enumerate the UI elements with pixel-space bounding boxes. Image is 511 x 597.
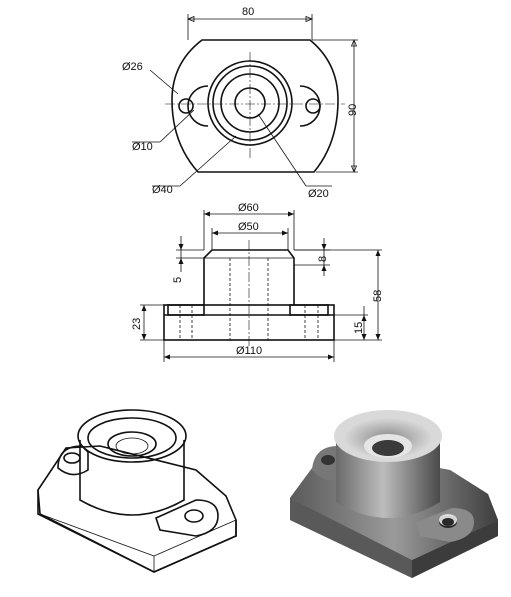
dim-top-inner: Ø50 (238, 221, 259, 233)
dim-boss-outer: Ø26 (122, 61, 143, 73)
isometric-line-drawing (37, 409, 237, 573)
left-lug-arc (187, 85, 209, 127)
dim-height: 90 (347, 104, 359, 116)
dim-base-width: Ø110 (236, 345, 262, 357)
dim-width: 80 (242, 6, 254, 18)
dim-top-step: 8 (317, 256, 329, 262)
top-view-outline (171, 39, 339, 173)
right-hole (305, 98, 321, 114)
left-lug (167, 304, 205, 316)
watermark: CSDN @gaoluVVV (403, 579, 501, 591)
front-view: Ø60 Ø50 5 8 58 23 15 (131, 202, 384, 362)
cylinder (203, 249, 295, 305)
dim-total-height: 58 (372, 290, 384, 302)
dim-base-height: 23 (131, 318, 143, 330)
dim-bore: Ø20 (308, 188, 329, 200)
dim-hole-small: Ø10 (132, 141, 153, 153)
top-view: 80 90 Ø26 Ø10 Ø40 Ø20 (122, 6, 359, 200)
dim-chamfer-height: 5 (172, 277, 184, 283)
left-hole (178, 98, 194, 114)
dim-cyl-outer: Ø40 (152, 184, 173, 196)
dim-top-outer: Ø60 (238, 202, 259, 214)
right-lug-arc (299, 85, 321, 127)
dim-base-step: 15 (353, 322, 365, 334)
isometric-shaded (290, 410, 498, 578)
right-lug (289, 304, 329, 316)
